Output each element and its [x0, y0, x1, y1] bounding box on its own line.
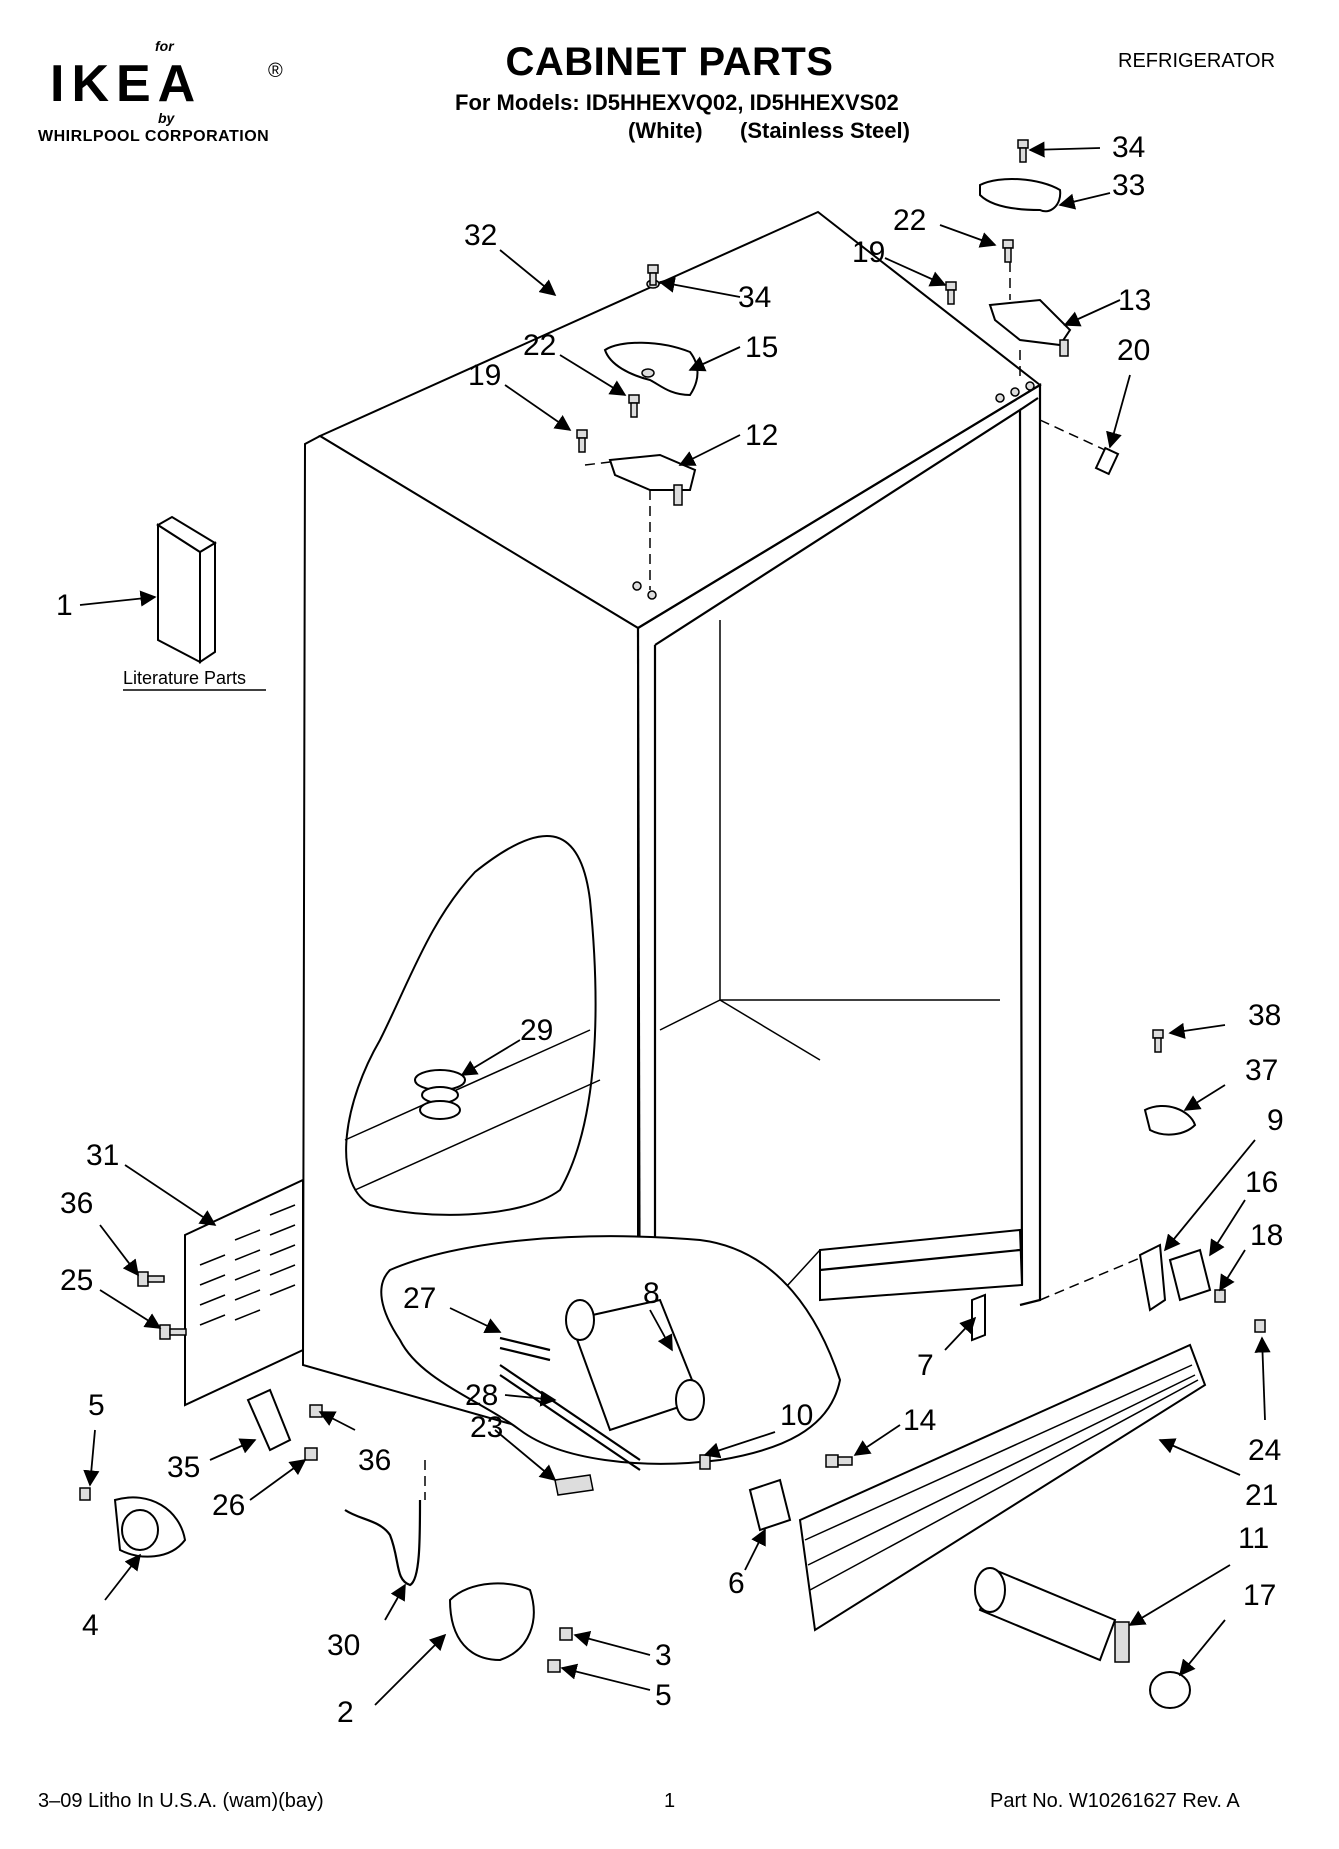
callout-14: 14	[903, 1404, 936, 1437]
callout-36-right: 36	[358, 1444, 391, 1477]
callout-16: 16	[1245, 1166, 1278, 1199]
print-info: 3–09 Litho In U.S.A. (wam)(bay)	[38, 1790, 324, 1812]
drain-tube	[344, 1460, 426, 1587]
page-title: CABINET PARTS	[505, 40, 834, 84]
literature-booklet	[156, 515, 217, 664]
category-label: REFRIGERATOR	[1118, 50, 1276, 72]
leveling-foot	[79, 1487, 187, 1558]
water-valve-assembly	[499, 1298, 711, 1496]
bracket-35	[246, 1388, 323, 1461]
callout-labels: 1 2 3 4 5 5 6 7 8 9 10 11 12 13 14 15 16…	[56, 131, 1284, 1729]
filter-cap	[1149, 1671, 1191, 1709]
callout-34-left: 34	[738, 281, 771, 314]
callout-9: 9	[1267, 1104, 1284, 1137]
callout-19-right: 19	[852, 236, 885, 269]
callout-6: 6	[728, 1567, 745, 1600]
rear-screws	[137, 1271, 187, 1340]
callout-arrows	[79, 141, 1271, 1706]
callout-21: 21	[1245, 1479, 1278, 1512]
logo-corporation: WHIRLPOOL CORPORATION	[38, 128, 270, 145]
water-filter	[974, 1567, 1130, 1663]
clip-part	[748, 1478, 792, 1532]
logo-brand: IKEA	[50, 55, 203, 113]
drain-fitting	[414, 1069, 466, 1120]
callout-22-right: 22	[893, 204, 926, 237]
callout-8: 8	[643, 1277, 660, 1310]
callout-19-left: 19	[468, 359, 501, 392]
page-number: 1	[664, 1790, 676, 1812]
logo-by-text: by	[158, 110, 175, 126]
callout-38: 38	[1248, 999, 1281, 1032]
hinge-bracket-2	[448, 1582, 573, 1673]
literature-parts-label: Literature Parts	[123, 668, 246, 688]
variant-stainless: (Stainless Steel)	[740, 118, 910, 143]
part-number: Part No. W10261627 Rev. A	[990, 1790, 1240, 1812]
callout-27: 27	[403, 1282, 436, 1315]
callout-34-right: 34	[1112, 131, 1145, 164]
callout-12: 12	[745, 419, 778, 452]
callout-28: 28	[465, 1379, 498, 1412]
variant-white: (White)	[628, 118, 703, 143]
callout-1: 1	[56, 589, 73, 622]
callout-37: 37	[1245, 1054, 1278, 1087]
callout-17: 17	[1243, 1579, 1276, 1612]
bottom-hinge-assembly	[1039, 1029, 1266, 1333]
logo-registered-mark: ®	[268, 60, 283, 82]
callout-15: 15	[745, 331, 778, 364]
screw-14	[825, 1454, 853, 1468]
callout-20: 20	[1117, 334, 1150, 367]
callout-7: 7	[917, 1349, 934, 1382]
callout-36-left: 36	[60, 1187, 93, 1220]
callout-18: 18	[1250, 1219, 1283, 1252]
logo-for-text: for	[155, 38, 174, 54]
callout-2: 2	[337, 1696, 354, 1729]
callout-10: 10	[780, 1399, 813, 1432]
callout-31: 31	[86, 1139, 119, 1172]
models-line: For Models: ID5HHEXVQ02, ID5HHEXVS02	[455, 90, 899, 115]
callout-23: 23	[470, 1411, 503, 1444]
bracket-part	[971, 1293, 986, 1342]
callout-24: 24	[1248, 1434, 1281, 1467]
callout-22-left: 22	[523, 329, 556, 362]
callout-3: 3	[655, 1639, 672, 1672]
right-hinge-assembly	[945, 139, 1120, 476]
callout-11: 11	[1238, 1522, 1269, 1555]
toe-grille	[798, 1343, 1207, 1632]
callout-29: 29	[520, 1014, 553, 1047]
cutaway-upper	[344, 835, 601, 1216]
left-hinge-assembly	[576, 264, 699, 600]
callout-30: 30	[327, 1629, 360, 1662]
rear-vent-panel	[184, 1178, 304, 1407]
callout-5-upper: 5	[88, 1389, 105, 1422]
callout-5-lower: 5	[655, 1679, 672, 1712]
callout-4: 4	[82, 1609, 99, 1642]
callout-32: 32	[464, 219, 497, 252]
callout-33: 33	[1112, 169, 1145, 202]
callout-25: 25	[60, 1264, 93, 1297]
callout-13: 13	[1118, 284, 1151, 317]
callout-35: 35	[167, 1451, 200, 1484]
callout-26: 26	[212, 1489, 245, 1522]
